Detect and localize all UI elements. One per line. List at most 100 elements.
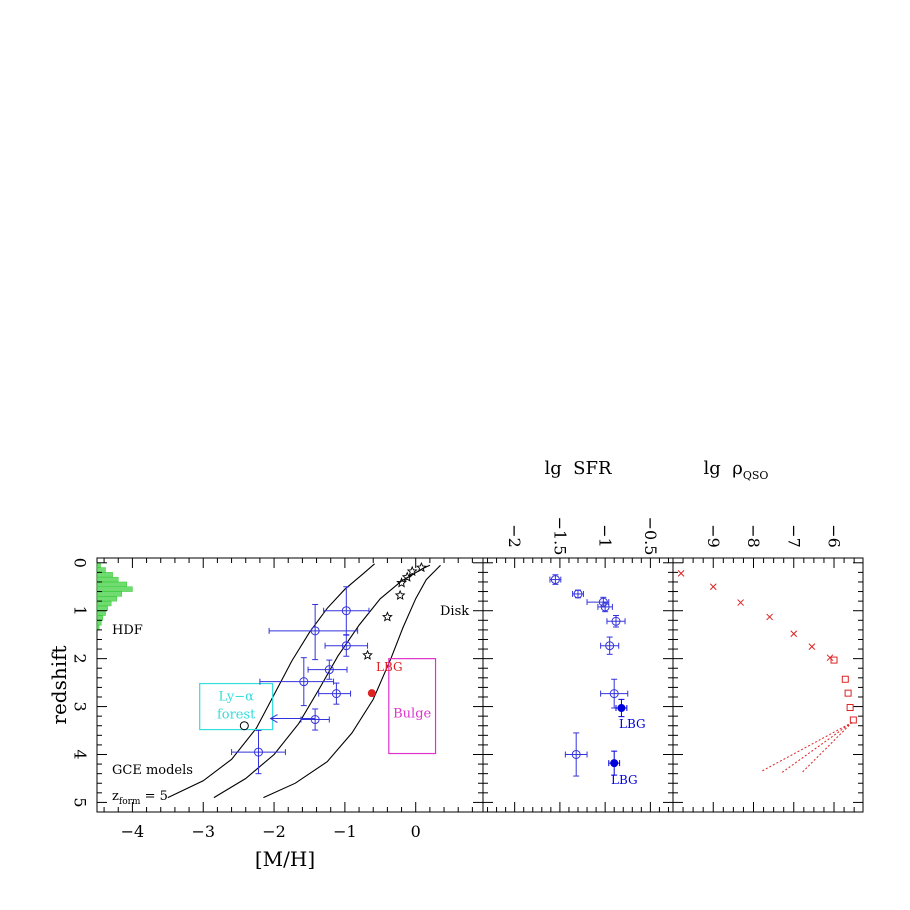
data-point <box>709 583 717 591</box>
data-point <box>362 649 373 660</box>
data-point <box>605 641 615 651</box>
qso-title-sub: QSO <box>743 469 769 482</box>
x-tick-label: −7 <box>784 524 803 548</box>
histogram-bar <box>96 572 113 578</box>
region-boxes: Ly−α forest Bulge <box>199 658 437 755</box>
histogram-bar <box>96 586 133 592</box>
hdf-label: HDF <box>112 623 143 638</box>
y-tick-label: 1 <box>71 606 90 616</box>
y-tick-label: 5 <box>71 797 90 807</box>
zform-main: z <box>112 789 119 804</box>
histogram-bar <box>96 567 106 573</box>
x-tick-label: −2 <box>505 524 524 548</box>
data-point <box>394 589 406 600</box>
gce-model-curves <box>167 563 441 799</box>
disk-label: Disk <box>440 604 469 619</box>
x-tick-label: −8 <box>744 524 763 548</box>
data-point <box>381 611 393 622</box>
data-point <box>841 675 849 683</box>
data-point <box>341 606 351 616</box>
data-point <box>331 689 341 699</box>
x-tick-label: −6 <box>825 524 844 548</box>
data-point <box>401 571 413 582</box>
x-tick-label: −3 <box>191 822 215 841</box>
x-tick-label: −2 <box>262 822 286 841</box>
zform-sub: form <box>119 797 141 807</box>
x-tick-label: −4 <box>121 822 145 841</box>
data-point <box>610 759 619 768</box>
region-box-label: Bulge <box>393 706 431 721</box>
x-tick-label: −1 <box>333 822 357 841</box>
histogram-bar <box>96 620 102 626</box>
x-tick-label: −1 <box>596 524 615 548</box>
histogram-bar <box>96 591 123 597</box>
data-point <box>737 599 744 606</box>
data-point <box>790 630 798 638</box>
data-point <box>415 561 427 573</box>
data-point <box>617 704 626 713</box>
lbg-sfr-label-1: LBG <box>619 717 646 731</box>
x-axis-label: [M/H] <box>255 847 315 871</box>
histogram-bar <box>96 596 118 602</box>
data-point <box>299 677 309 687</box>
gce-model-curve <box>213 564 431 799</box>
y-tick-label: 3 <box>71 701 90 711</box>
histogram-bar <box>96 615 103 621</box>
data-point <box>341 641 351 651</box>
histogram-bar <box>96 600 112 607</box>
data-point <box>239 721 249 731</box>
x-tick-label: 0 <box>411 822 421 841</box>
data-point <box>406 565 418 577</box>
x-tick-label: −1.5 <box>550 517 569 556</box>
histogram-bar <box>96 576 119 583</box>
region-box-label: Ly−α <box>218 690 254 705</box>
lbg-sfr-label-2: LBG <box>611 773 638 787</box>
panel-qso-frame <box>672 557 864 813</box>
data-point <box>849 716 857 724</box>
gce-model-curve <box>167 563 375 799</box>
qso-dotted-line <box>801 722 853 774</box>
data-point <box>324 665 334 675</box>
data-point <box>550 575 560 585</box>
gce-model-curve <box>263 564 441 799</box>
region-box <box>199 682 274 731</box>
data-point <box>310 715 320 725</box>
hdf-histogram <box>96 562 133 631</box>
histogram-bar <box>96 581 127 588</box>
data-point <box>766 613 773 621</box>
data-point <box>808 643 816 651</box>
zform-value: = 5 <box>140 789 167 804</box>
lbg-metallicity-label: LBG <box>376 660 403 674</box>
data-point <box>609 689 619 699</box>
qso-dotted-line <box>781 721 853 774</box>
y-tick-label: 4 <box>71 749 90 759</box>
data-point <box>846 704 854 712</box>
qso-title-main: lg ρ <box>704 458 743 479</box>
x-tick-label: −9 <box>704 524 723 548</box>
data-point <box>600 602 610 612</box>
data-point <box>573 589 583 599</box>
data-point <box>677 569 685 577</box>
x-tick-label: −0.5 <box>641 517 660 556</box>
upper-limit-arrowhead <box>269 714 278 723</box>
data-point <box>571 749 581 759</box>
sfr-panel-title: lg SFR <box>544 458 612 479</box>
data-point <box>826 654 834 662</box>
data-point <box>253 747 263 757</box>
data-point <box>310 626 320 636</box>
region-box <box>388 658 437 755</box>
data-point <box>367 689 376 698</box>
qso-dotted-line <box>761 721 853 772</box>
y-tick-label: 0 <box>71 558 90 568</box>
zform-label: zform = 5 <box>112 789 168 807</box>
data-point <box>396 577 407 588</box>
data-marks <box>231 561 857 777</box>
qso-panel-title: lg ρQSO <box>704 458 769 482</box>
y-axis-label: redshift <box>47 645 71 724</box>
gce-models-label: GCE models <box>112 763 193 778</box>
histogram-bar <box>96 624 100 631</box>
region-box-label: forest <box>217 708 256 723</box>
histogram-bar <box>96 610 106 616</box>
